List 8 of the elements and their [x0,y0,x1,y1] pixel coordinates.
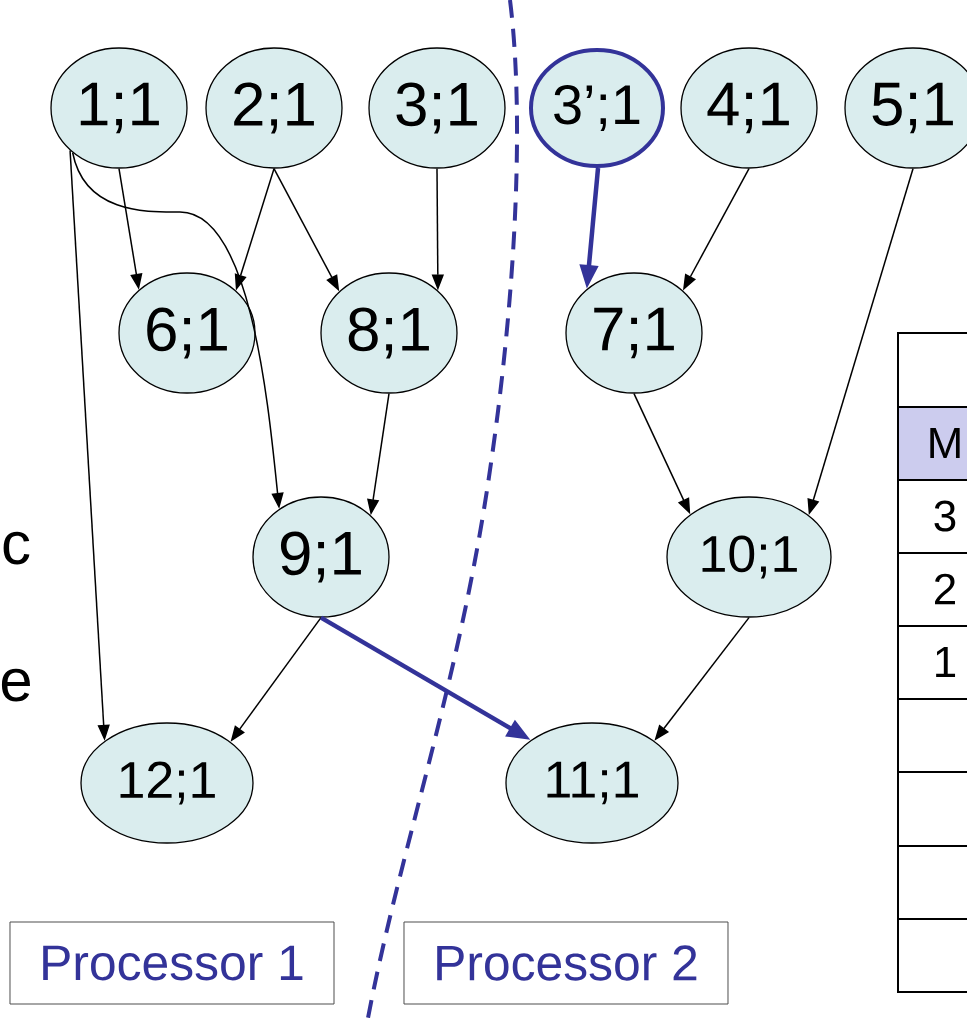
table-cell: 1 [897,625,967,700]
processor-box: Processor 2 [403,921,729,1005]
processor-box: Processor 1 [9,921,335,1005]
table-cell: M [897,406,967,481]
table-cell: 2 [897,552,967,627]
text-fragment: c [3,531,30,565]
text-fragment: e [1,668,30,702]
table-cell: 3 [897,479,967,554]
